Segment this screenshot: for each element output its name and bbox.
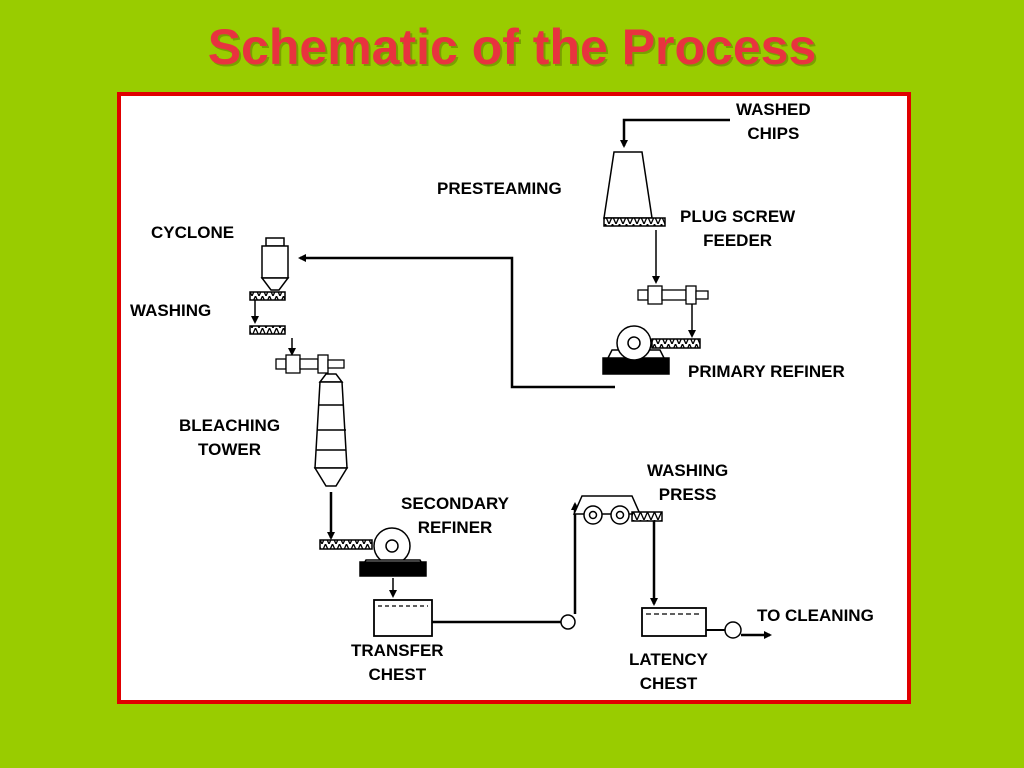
- primary-refiner: [602, 325, 701, 375]
- latency-chest-label: LATENCY CHEST: [629, 650, 709, 693]
- washed-chips-label: WASHED CHIPS: [736, 100, 811, 143]
- bleaching-tower-label: BLEACHING TOWER: [179, 416, 281, 459]
- diagram-frame: [117, 92, 911, 704]
- washing-press-label: WASHING PRESS: [647, 461, 729, 504]
- cyclone: [249, 237, 290, 301]
- presteaming-label: PRESTEAMING: [437, 179, 562, 198]
- cyclone-label: CYCLONE: [151, 223, 235, 242]
- to-cleaning-label: TO CLEANING: [757, 606, 874, 625]
- washed-chips-line: [620, 118, 730, 148]
- blowline: [298, 254, 615, 389]
- transfer-chest: [373, 599, 433, 637]
- presteaming-bin: [603, 151, 666, 227]
- pump: [560, 614, 576, 630]
- washing-label: WASHING: [130, 301, 212, 320]
- primary-refiner-label: PRIMARY REFINER: [688, 362, 845, 381]
- cleaning-pump: [724, 621, 742, 639]
- plug-screw-feeder-label: PLUG SCREW FEEDER: [680, 207, 796, 250]
- secondary-refiner: [319, 527, 427, 577]
- secondary-refiner-label: SECONDARY REFINER: [401, 494, 509, 537]
- plug-screw-feeder: [637, 285, 709, 305]
- washing-press: [572, 495, 663, 525]
- transfer-chest-label: TRANSFER CHEST: [351, 641, 444, 684]
- page-title: Schematic of the Process: [207, 19, 817, 75]
- latency-chest: [641, 607, 707, 637]
- tower-feeder: [275, 354, 345, 374]
- washing-screw: [249, 325, 286, 335]
- bleaching-tower: [313, 373, 349, 487]
